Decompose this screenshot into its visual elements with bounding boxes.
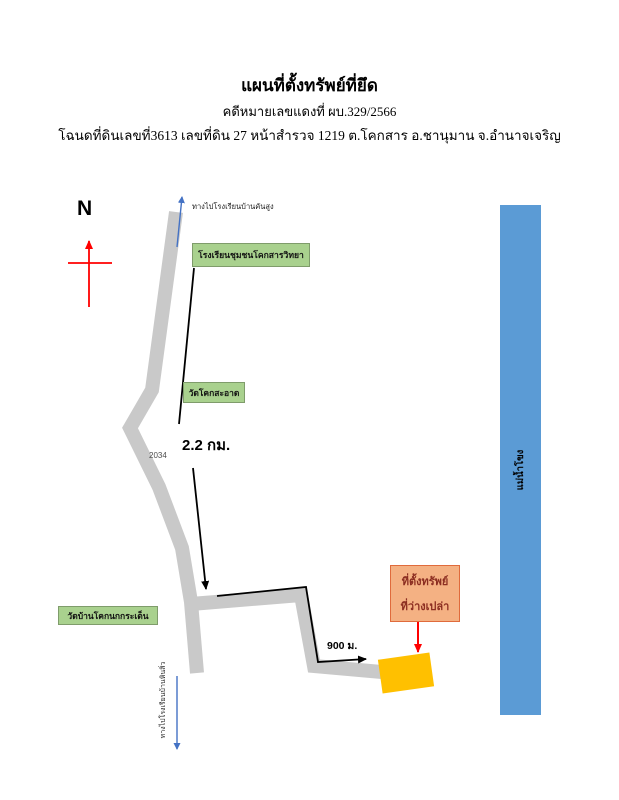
page-title: แผนที่ตั้งทรัพย์ที่ยึด [241,76,378,95]
landmark-school: โรงเรียนชุมชนโคกสารวิทยา [192,243,310,267]
deed-info-line: โฉนดที่ดินเลขที่3613 เลขที่ดิน 27 หน้าสำ… [58,128,561,143]
property-callout-line1: ที่ตั้งทรัพย์ [401,576,449,589]
route-line-upper [178,267,195,425]
landmark-temple-khok-nok-kraten: วัดบ้านโคกนกกระเต็น [58,606,158,625]
landmark-temple2-label: วัดบ้านโคกนกกระเต็น [67,610,149,621]
direction-label-north: ทางไปโรงเรียนบ้านคันสูง [192,202,274,211]
direction-label-south: ทางไปโรงเรียนบ้านหินสิ่ว [160,661,167,739]
direction-arrow-north [176,196,185,248]
property-callout-line2: ที่ว่างเปล่า [400,600,450,613]
branch-road [190,587,383,679]
property-callout: ที่ตั้งทรัพย์ ที่ว่างเปล่า [390,565,460,622]
river-name-label: แม่น้ำโขง [515,449,526,491]
distance-label-branch: 900 ม. [327,640,358,652]
route-arrow-down [192,467,210,590]
compass-north-label: N [77,197,93,220]
case-number-line: คดีหมายเลขแดงที่ ผบ.329/2566 [222,104,397,119]
landmark-school-label: โรงเรียนชุมชนโคกสารวิทยา [198,250,304,260]
distance-label-main: 2.2 กม. [182,437,231,454]
road-number-label: 2034 [149,451,167,460]
route-arrow-branch [216,586,367,664]
property-parcel [377,652,435,694]
landmark-temple-khok-sa-at: วัดโคกสะอาด [183,382,245,403]
river-strip [500,205,541,715]
landmark-temple1-label: วัดโคกสะอาด [188,387,240,398]
